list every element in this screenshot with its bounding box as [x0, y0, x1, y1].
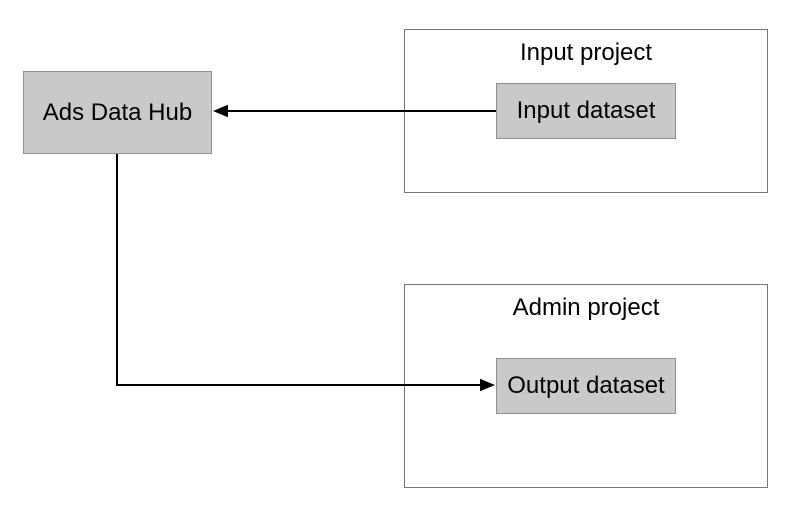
- admin-project-title: Admin project: [512, 294, 660, 321]
- input-dataset-label: Input dataset: [516, 97, 656, 124]
- output-dataset-label: Output dataset: [507, 372, 665, 399]
- node-ads-data-hub: Ads Data Hub: [23, 71, 212, 154]
- arrowhead-left-icon: [213, 104, 228, 118]
- ads-data-hub-label: Ads Data Hub: [42, 98, 193, 126]
- input-project-title: Input project: [519, 39, 653, 66]
- node-output-dataset: Output dataset: [496, 358, 676, 414]
- node-input-dataset: Input dataset: [496, 83, 676, 139]
